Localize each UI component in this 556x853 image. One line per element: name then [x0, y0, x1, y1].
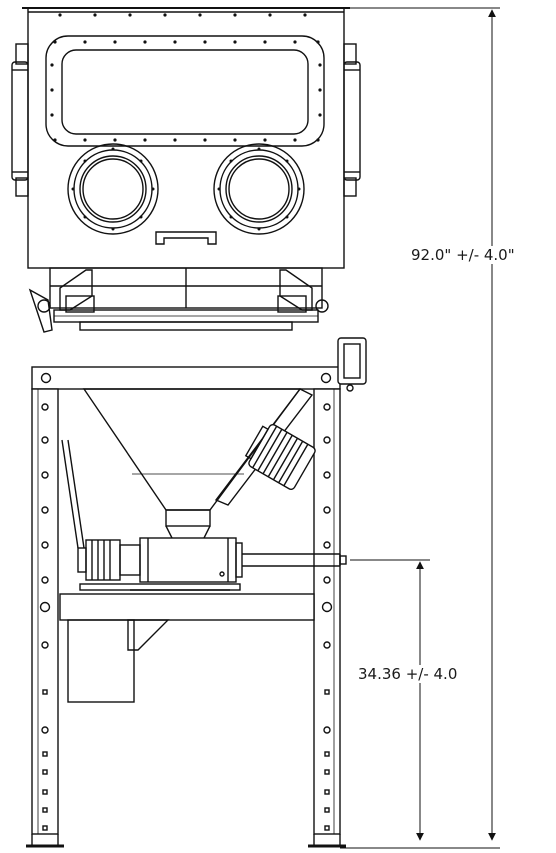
- feeder-tube: [139, 537, 243, 583]
- top-frame-rail: [31, 366, 341, 390]
- viewing-window: [45, 35, 325, 147]
- dimension-lines: [340, 7, 500, 849]
- feeder-drive-motor: [77, 539, 141, 581]
- feeder-outlet-spout: [242, 553, 347, 567]
- lower-bracket: [127, 619, 170, 651]
- window-bolt-holes: [50, 13, 322, 142]
- side-latch-left: [11, 43, 29, 197]
- vibrator-motor: [244, 423, 316, 491]
- lower-enclosure: [67, 619, 135, 703]
- glove-box-cabinet: [22, 7, 350, 269]
- lower-frame-rail: [39, 593, 333, 621]
- support-strut-left: [61, 439, 85, 549]
- hopper-neck: [49, 267, 323, 309]
- front-handle: [155, 231, 217, 245]
- support-strut-right: [214, 388, 314, 506]
- lid-clamp-right: [277, 269, 329, 313]
- electrical-box: [337, 337, 367, 392]
- lid-clamp-left: [28, 269, 95, 333]
- feeder-mount-plate: [79, 583, 241, 591]
- leg-holes: [41, 403, 331, 831]
- glove-port-bolts: [71, 147, 301, 231]
- outlet-height-dimension-label: 34.36 +/- 4.0: [356, 665, 460, 683]
- side-latch-right: [343, 43, 361, 197]
- frame-feet: [26, 834, 346, 848]
- lid-ring: [53, 309, 319, 331]
- overall-height-dimension-label: 92.0" +/- 4.0": [409, 246, 517, 264]
